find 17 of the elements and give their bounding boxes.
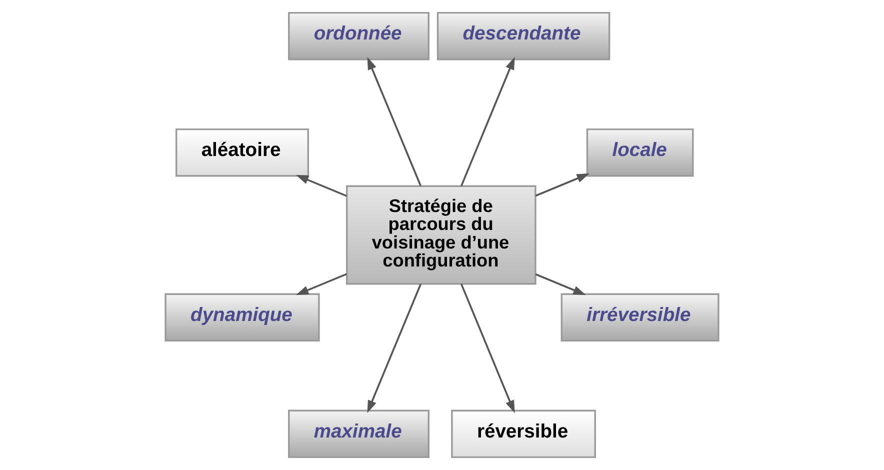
arrow (535, 173, 590, 197)
node-box: aléatoire (175, 128, 309, 177)
arrow (535, 273, 586, 296)
node-box: descendante (436, 12, 610, 60)
arrow (296, 174, 347, 197)
node-box: maximale (288, 410, 430, 458)
arrow (367, 56, 422, 186)
arrow (367, 284, 422, 414)
node-box: locale (586, 128, 694, 177)
arrow (460, 56, 515, 186)
node-box: irréversible (560, 293, 720, 342)
node-box: réversible (451, 410, 596, 458)
node-box: dynamique (164, 293, 320, 342)
arrow (296, 273, 347, 296)
node-box: ordonnée (288, 12, 430, 60)
arrow (460, 284, 515, 414)
node-box: Stratégie de parcours du voisinage d’une configuration (346, 185, 536, 285)
